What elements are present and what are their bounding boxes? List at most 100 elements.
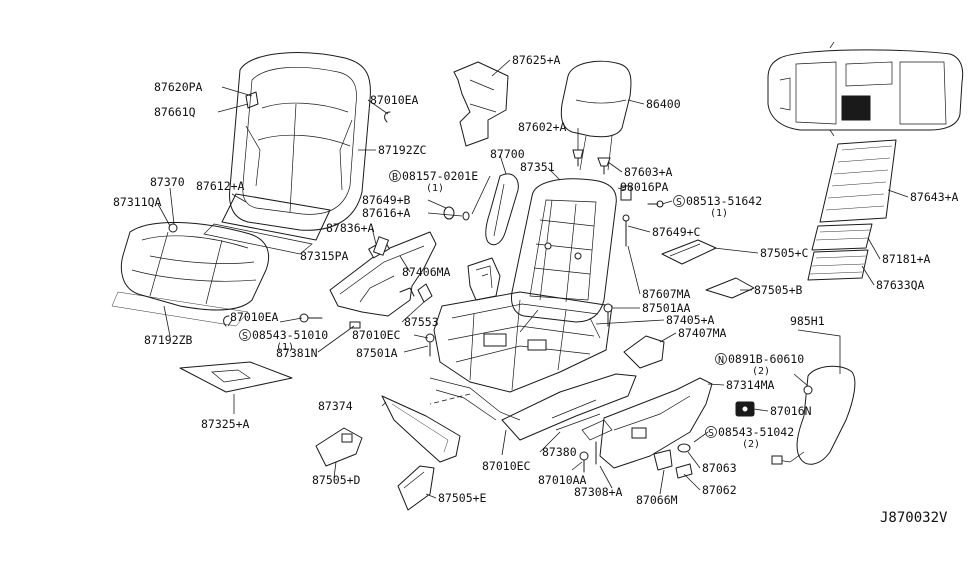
- part-label-87311qa: 87311QA: [113, 195, 162, 209]
- part-number: 87505+E: [438, 491, 487, 505]
- seat-back-frame-drawing: [511, 178, 617, 339]
- part-number: 87607MA: [642, 287, 691, 301]
- part-label-87381n: 87381N: [276, 346, 318, 360]
- part-number: 87649+C: [652, 225, 701, 239]
- part-label-87501a: 87501A: [356, 346, 398, 360]
- part-number: 87370: [150, 175, 185, 189]
- part-number: 87505+C: [760, 246, 809, 260]
- part-number: 87381N: [276, 346, 318, 360]
- part-label-87063: 87063: [702, 461, 737, 475]
- part-label-87602-a: 87602+A: [518, 120, 567, 134]
- part-number: 08543-51010: [252, 328, 328, 342]
- part-number: 87405+A: [666, 313, 715, 327]
- side-airbag-drawing: [485, 173, 519, 246]
- quantity: (2): [742, 439, 760, 450]
- part-number: 87501A: [356, 346, 398, 360]
- prefix-letter: B: [392, 172, 398, 183]
- part-number: 87325+A: [201, 417, 250, 431]
- part-label-87625-a: 87625+A: [512, 53, 561, 67]
- part-number: 87553: [404, 315, 439, 329]
- part-number: 87505+B: [754, 283, 803, 297]
- part-label-87620pa: 87620PA: [154, 80, 203, 94]
- part-number: 87406MA: [402, 265, 451, 279]
- airbag-module-985h1-drawing: [771, 365, 856, 465]
- seat-back-cover-drawing: [229, 52, 371, 231]
- part-number: 98016PA: [620, 180, 669, 194]
- part-label-87633qa: 87633QA: [876, 278, 925, 292]
- quantity: (1): [426, 183, 444, 194]
- part-label-87501aa: 87501AA: [642, 301, 691, 315]
- side-trim-87374-drawing: [381, 395, 461, 463]
- seat-back-pad-drawing: [203, 193, 331, 255]
- part-number: 87192ZC: [378, 143, 427, 157]
- switch-87016n-drawing: [735, 401, 755, 417]
- shield-87407ma-drawing: [623, 335, 665, 369]
- part-label-87505-e: 87505+E: [438, 491, 487, 505]
- part-number: 87010EA: [230, 310, 279, 324]
- knobs-drawing: [653, 443, 693, 479]
- part-label-87406ma: 87406MA: [402, 265, 451, 279]
- part-label-98016pa: 98016PA: [620, 180, 669, 194]
- part-number: 86400: [646, 97, 681, 111]
- outer-trim-87314ma-drawing: [599, 377, 713, 469]
- part-number: 87010AA: [538, 473, 587, 487]
- part-label-87370: 87370: [150, 175, 185, 189]
- prefix-letter: S: [242, 331, 248, 342]
- part-label-87607ma: 87607MA: [642, 287, 691, 301]
- fasteners-drawing: [223, 91, 630, 473]
- part-number: 87700: [490, 147, 525, 161]
- part-number: 87625+A: [512, 53, 561, 67]
- cover-87406ma-drawing: [467, 257, 501, 301]
- prefix-circle: [239, 329, 251, 341]
- part-labels: 87620PA 87661Q 87010EA 87192ZC 87370 87612+A 8…: [113, 53, 959, 507]
- part-label-08543-51010: S 08543-51010(1): [239, 328, 328, 353]
- part-label-87315pa: 87315PA: [300, 249, 349, 263]
- cover-87505c-drawing: [661, 239, 717, 265]
- headrest-guides-drawing: [572, 149, 611, 175]
- prefix-circle: [715, 353, 727, 365]
- quantity: (1): [710, 208, 728, 219]
- part-label-87649-c: 87649+C: [652, 225, 701, 239]
- part-number: 87643+A: [910, 190, 959, 204]
- vehicle-locator-drawing: [767, 41, 964, 137]
- part-number: 87062: [702, 483, 737, 497]
- part-number: 87612+A: [196, 179, 245, 193]
- part-number: 87308+A: [574, 485, 623, 499]
- part-number: 08543-51042: [718, 425, 794, 439]
- part-label-87308-a: 87308+A: [574, 485, 623, 499]
- prefix-circle: [673, 195, 685, 207]
- part-label-87192zc: 87192ZC: [378, 143, 427, 157]
- quantity: (1): [276, 342, 294, 353]
- part-number: 87010EA: [370, 93, 419, 107]
- part-label-87066m: 87066M: [636, 493, 678, 507]
- part-number: 87661Q: [154, 105, 196, 119]
- part-number: 87311QA: [113, 195, 162, 209]
- part-number: 87602+A: [518, 120, 567, 134]
- part-label-87010aa: 87010AA: [538, 473, 587, 487]
- part-label-87010ec-mid: 87010EC: [352, 328, 401, 342]
- part-number: 87016N: [770, 404, 812, 418]
- part-number: 87063: [702, 461, 737, 475]
- part-label-87192zb: 87192ZB: [144, 333, 193, 347]
- part-number: 985H1: [790, 314, 825, 328]
- part-label-86400: 86400: [646, 97, 681, 111]
- part-label-87612-a: 87612+A: [196, 179, 245, 193]
- part-number: 87380: [542, 445, 577, 459]
- part-label-87643-a: 87643+A: [910, 190, 959, 204]
- part-number: 87505+D: [312, 473, 361, 487]
- quantity: (2): [752, 366, 770, 377]
- diagram-code: J870032V: [880, 510, 948, 526]
- part-number: 87836+A: [326, 221, 375, 235]
- cover-87505d-drawing: [315, 427, 363, 467]
- part-label-87505-c: 87505+C: [760, 246, 809, 260]
- prefix-circle: [389, 170, 401, 182]
- pad-87633qa-drawing: [807, 249, 869, 281]
- clip-87649b-drawing: [443, 206, 470, 221]
- part-label-87374: 87374: [318, 399, 353, 413]
- cover-87505b-drawing: [705, 277, 755, 299]
- part-number: 87374: [318, 399, 353, 413]
- part-label-87616-a: 87616+A: [362, 206, 411, 220]
